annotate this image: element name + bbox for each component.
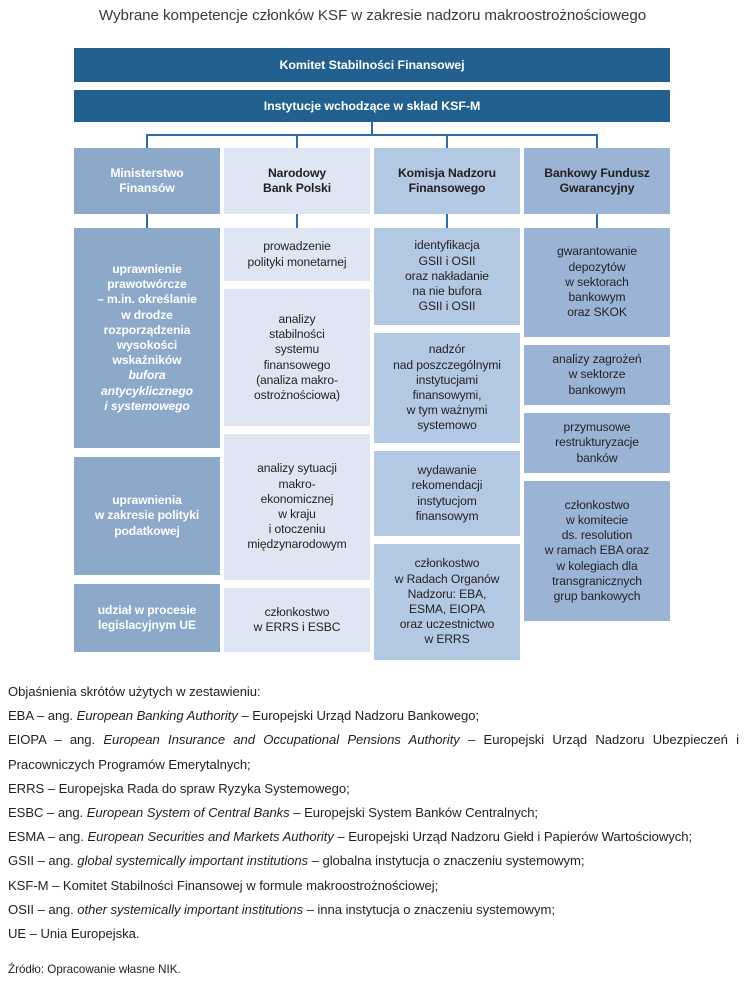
abbreviation-legend: Objaśnienia skrótów użytych w zestawieni… xyxy=(8,680,739,946)
legend-pre: UE – Unia Europejska. xyxy=(8,926,140,942)
legend-pre: KSF-M – Komitet Stabilności Finansowej w… xyxy=(8,877,439,893)
legend-entry-ue: UE – Unia Europejska. xyxy=(8,922,739,946)
legend-post: – Europejski System Banków Centralnych; xyxy=(289,805,539,821)
legend-entry-eba: EBA – ang. European Banking Authority – … xyxy=(8,704,739,728)
legend-en: European System of Central Banks xyxy=(86,805,290,821)
connector-drop-col4 xyxy=(596,134,598,148)
connector-trunk-horizontal xyxy=(146,134,598,136)
top-bar-ksf-m: Instytucje wchodzące w skład KSF-M xyxy=(74,90,670,122)
source-note: Źródło: Opracowanie własne NIK. xyxy=(8,963,181,976)
legend-entry-esbc: ESBC – ang. European System of Central B… xyxy=(8,801,739,825)
legend-entry-gsii: GSII – ang. global systemically importan… xyxy=(8,849,739,873)
legend-pre: OSII – ang. xyxy=(8,901,78,917)
legend-en: other systemically important institution… xyxy=(77,901,304,917)
legend-post: – inna instytucja o znaczeniu systemowym… xyxy=(303,901,555,917)
legend-pre: ESMA – ang. xyxy=(8,829,88,845)
legend-pre: ERRS – Europejska Rada do spraw Ryzyka S… xyxy=(8,780,350,796)
connector-drop-col3 xyxy=(446,134,448,148)
legend-entry-errs: ERRS – Europejska Rada do spraw Ryzyka S… xyxy=(8,777,739,801)
legend-entry-esma: ESMA – ang. European Securities and Mark… xyxy=(8,825,739,849)
connector-col1-head-to-body xyxy=(146,214,148,228)
legend-pre: EBA – ang. xyxy=(8,708,77,724)
connector-col4-head-to-body xyxy=(596,214,598,228)
legend-en: European Insurance and Occupational Pens… xyxy=(103,732,460,748)
connector-drop-col1 xyxy=(146,134,148,148)
legend-pre: GSII – ang. xyxy=(8,853,78,869)
page-title: Wybrane kompetencje członków KSF w zakre… xyxy=(98,7,647,24)
connector-trunk-vertical xyxy=(371,122,373,134)
legend-post: – globalna instytucja o znaczeniu system… xyxy=(308,853,585,869)
legend-en: European Securities and Markets Authorit… xyxy=(87,829,334,845)
legend-en: European Banking Authority xyxy=(76,708,238,724)
connector-col2-head-to-body xyxy=(296,214,298,228)
legend-post: – Europejski Urząd Nadzoru Giełd i Papie… xyxy=(333,829,693,845)
legend-entry-eiopa: EIOPA – ang. European Insurance and Occu… xyxy=(8,728,739,776)
connector-col3-head-to-body xyxy=(446,214,448,228)
legend-pre: EIOPA – ang. xyxy=(8,732,104,748)
legend-pre: ESBC – ang. xyxy=(8,805,87,821)
top-bar-ksf: Komitet Stabilności Finansowej xyxy=(74,48,670,82)
legend-post: – Europejski Urząd Nadzoru Bankowego; xyxy=(237,708,480,724)
legend-post: – Europejski Urząd Nadzoru Ubezpieczeń i… xyxy=(8,732,740,772)
legend-intro: Objaśnienia skrótów użytych w zestawieni… xyxy=(8,684,261,699)
legend-entry-ksf-m: KSF-M – Komitet Stabilności Finansowej w… xyxy=(8,874,739,898)
connector-drop-col2 xyxy=(296,134,298,148)
legend-entry-osii: OSII – ang. other systemically important… xyxy=(8,898,739,922)
org-diagram: Komitet Stabilności Finansowej Instytucj… xyxy=(0,40,745,676)
legend-en: global systemically important institutio… xyxy=(77,853,309,869)
